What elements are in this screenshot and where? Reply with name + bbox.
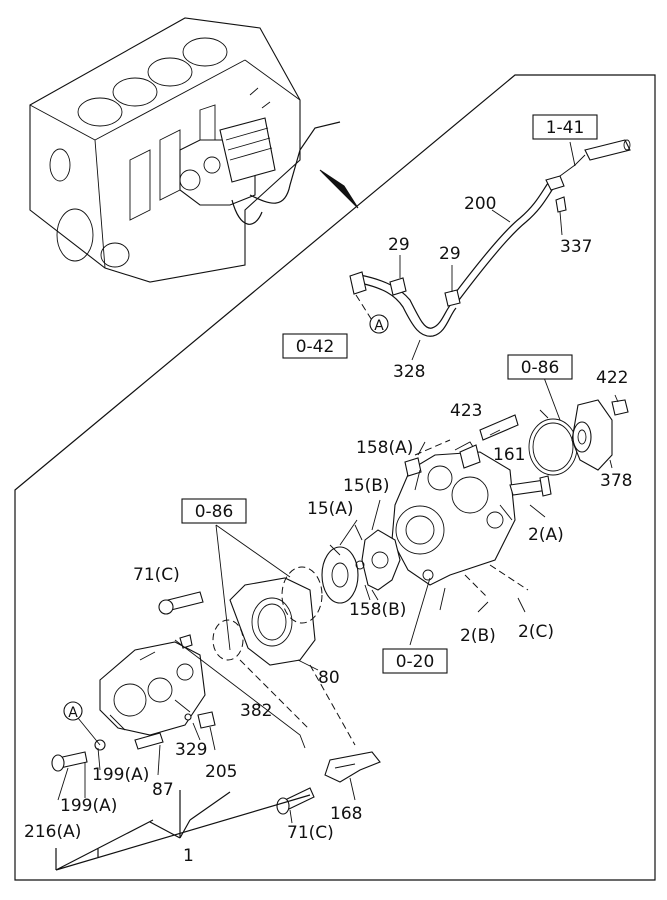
callout-200: 200	[464, 194, 496, 214]
callout-422: 422	[596, 368, 628, 388]
ref-box-0-86-top: 0-86	[521, 358, 560, 378]
callout-2a: 2(A)	[528, 525, 564, 545]
callout-labels: 200 337 29 29 328 422 423 378 158(A) 161…	[24, 194, 632, 866]
circle-markers: A A	[63, 314, 389, 721]
callout-80: 80	[318, 668, 340, 688]
callout-199a-lower: 199(A)	[60, 796, 117, 816]
callout-329: 329	[175, 740, 207, 760]
bracket-illustration	[276, 751, 381, 815]
callout-168: 168	[330, 804, 362, 824]
callout-71c-top: 71(C)	[133, 565, 180, 585]
callout-199a-upper: 199(A)	[92, 765, 149, 785]
marker-a-left: A	[68, 705, 78, 721]
callout-337: 337	[560, 237, 592, 257]
callout-29-left: 29	[388, 235, 410, 255]
coupling-illustration	[321, 524, 401, 604]
ref-box-1-41: 1-41	[546, 118, 585, 138]
ref-box-0-42: 0-42	[296, 337, 335, 357]
callout-158b: 158(B)	[349, 600, 406, 620]
callout-382: 382	[240, 701, 272, 721]
callout-161: 161	[493, 445, 525, 465]
ref-box-0-86-left: 0-86	[195, 502, 234, 522]
vacuum-pump-illustration	[391, 399, 629, 611]
injection-pump-illustration	[51, 634, 216, 772]
callout-71c-bottom: 71(C)	[287, 823, 334, 843]
callout-216a: 216(A)	[24, 822, 81, 842]
ref-box-0-20: 0-20	[396, 652, 435, 672]
callout-2b: 2(B)	[460, 626, 496, 646]
callout-15a: 15(A)	[307, 499, 354, 519]
callout-328: 328	[393, 362, 425, 382]
callout-205: 205	[205, 762, 237, 782]
main-frame	[14, 74, 656, 881]
marker-a-top: A	[374, 318, 384, 334]
adapter-housing-illustration	[158, 566, 323, 671]
reference-boxes: 1-41 0-42 0-86 0-86 0-20	[181, 114, 598, 674]
callout-2c: 2(C)	[518, 622, 554, 642]
callout-158a: 158(A)	[356, 438, 413, 458]
engine-block-illustration	[29, 17, 341, 283]
callout-87: 87	[152, 780, 174, 800]
leader-lines	[55, 374, 619, 871]
callout-15b: 15(B)	[343, 476, 390, 496]
callout-378: 378	[600, 471, 632, 491]
callout-1: 1	[183, 846, 194, 866]
callout-29-right: 29	[439, 244, 461, 264]
hose-assembly	[349, 139, 631, 361]
callout-423: 423	[450, 401, 482, 421]
